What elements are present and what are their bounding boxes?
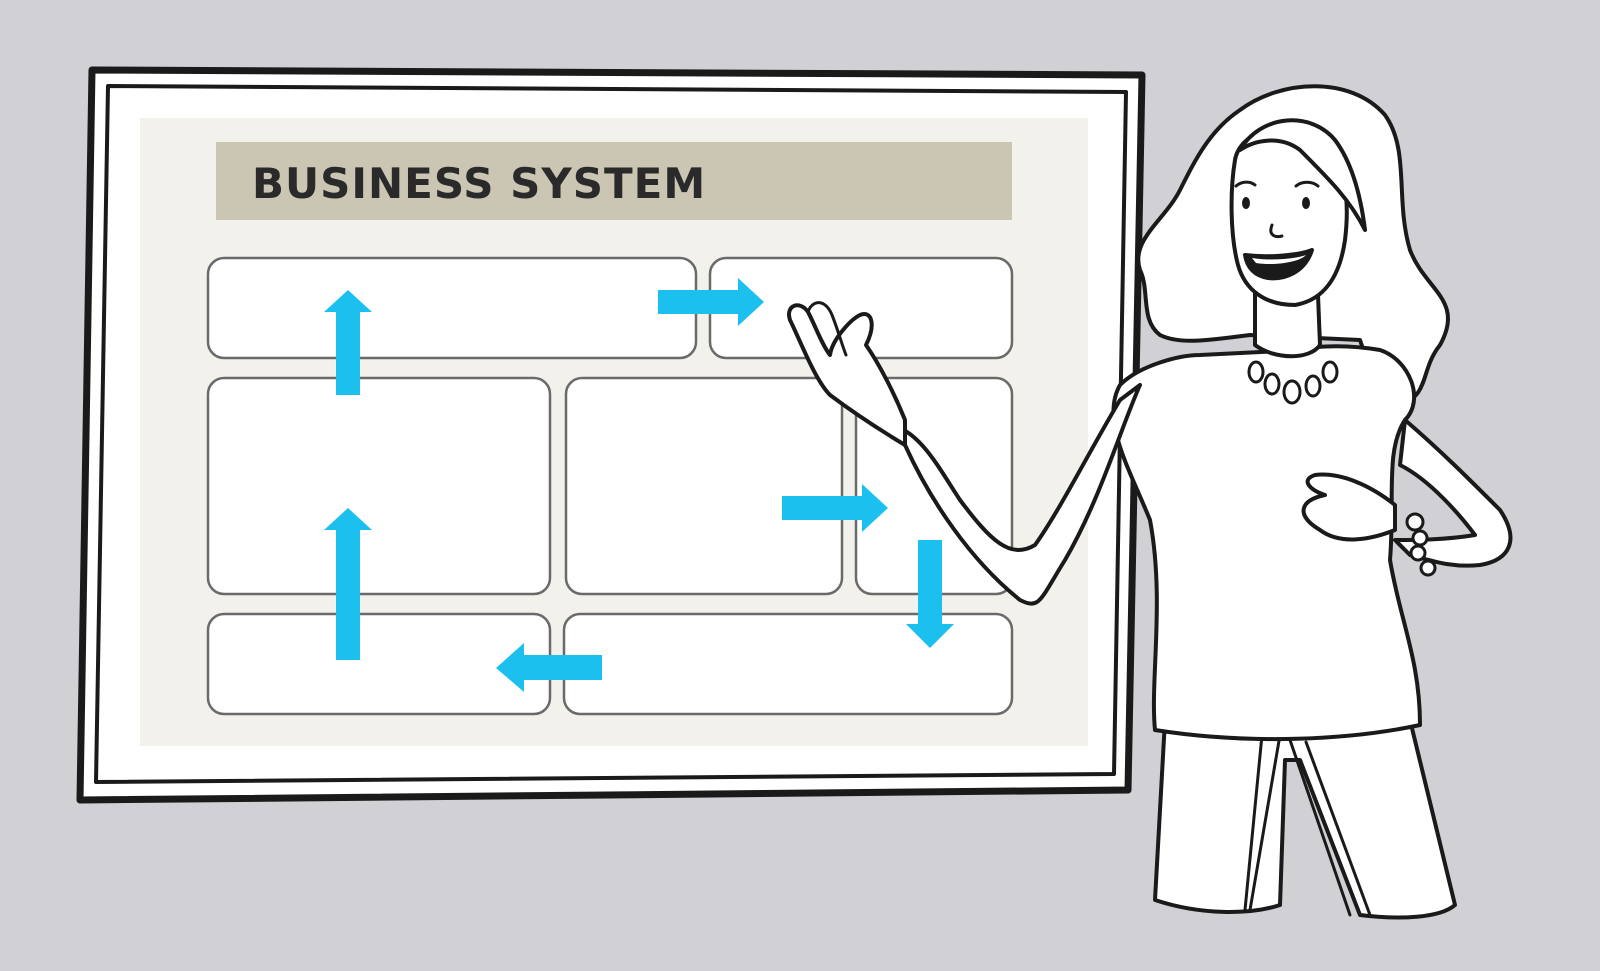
arrow-up bbox=[324, 508, 372, 660]
neck bbox=[1253, 288, 1322, 359]
arrow-right bbox=[658, 278, 764, 326]
arrow-right bbox=[782, 484, 888, 532]
necklace bbox=[1247, 360, 1339, 405]
finger-line bbox=[806, 301, 848, 357]
diagram-box bbox=[206, 612, 552, 716]
title-bar bbox=[216, 142, 1012, 220]
diagram-arrows bbox=[324, 278, 954, 692]
legs bbox=[1153, 718, 1457, 920]
leg-divider bbox=[1243, 733, 1372, 917]
lower-arm bbox=[1393, 418, 1513, 568]
whiteboard: BUSINESS SYSTEM bbox=[76, 66, 1146, 804]
teeth bbox=[1252, 255, 1306, 265]
waist-hand bbox=[1301, 472, 1397, 542]
board-title: BUSINESS SYSTEM bbox=[252, 159, 706, 208]
arrow-down bbox=[906, 540, 954, 648]
mouth bbox=[1243, 248, 1314, 281]
bracelet bbox=[1405, 512, 1437, 577]
pointing-hand bbox=[787, 303, 907, 447]
diagram-box bbox=[564, 376, 844, 596]
diagram-box bbox=[206, 256, 698, 360]
diagram-box bbox=[206, 376, 552, 596]
left-eye bbox=[1242, 197, 1250, 209]
right-eye bbox=[1302, 197, 1310, 209]
hair-fringe bbox=[1238, 118, 1367, 232]
arrow-left bbox=[496, 643, 602, 692]
eyebrows bbox=[1234, 180, 1320, 188]
arrow-up bbox=[324, 290, 372, 395]
shirt bbox=[1111, 344, 1422, 742]
diagram-boxes bbox=[206, 256, 1014, 716]
nose bbox=[1269, 223, 1284, 239]
presenter-illustration bbox=[787, 84, 1513, 920]
